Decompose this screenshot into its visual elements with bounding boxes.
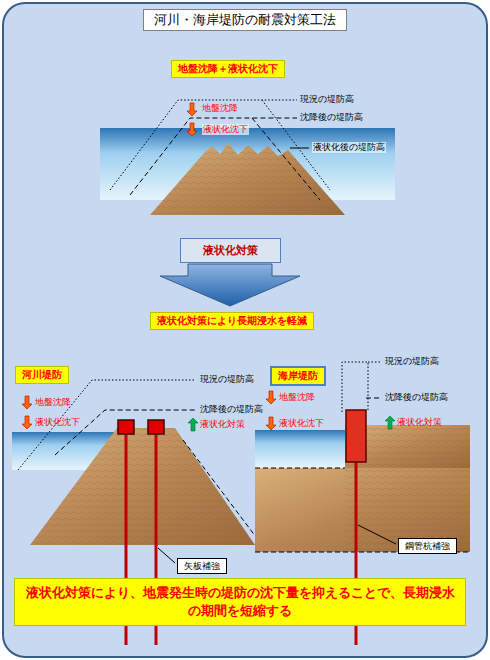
annotation-label: 液状化沈下 bbox=[35, 417, 80, 428]
pile-cap bbox=[148, 420, 164, 434]
annotation-label: 地盤沈降 bbox=[202, 103, 238, 114]
leader-line bbox=[158, 548, 175, 563]
embankment bbox=[30, 428, 255, 545]
leader-line bbox=[368, 362, 381, 363]
panel bbox=[3, 3, 487, 657]
section-label: 河川堤防 bbox=[15, 366, 69, 384]
up-arrow bbox=[385, 416, 395, 429]
slope-line bbox=[183, 440, 262, 545]
node-text: 鋼管杭補強 bbox=[405, 540, 450, 552]
annotation-label: 沈降後の堤防高 bbox=[300, 112, 363, 123]
annotation-label: 地盤沈降 bbox=[279, 392, 315, 403]
down-arrow bbox=[266, 391, 276, 404]
current-height-line bbox=[110, 100, 297, 190]
node-text: 河川堤防 bbox=[22, 368, 62, 382]
annotation-label: 液状化沈下 bbox=[202, 124, 249, 135]
annotation-label: 沈降後の堤防高 bbox=[200, 404, 263, 415]
annotation-label: 液状化沈下 bbox=[279, 418, 324, 429]
node-text: 矢板補強 bbox=[184, 560, 220, 572]
measure-box: 液状化対策 bbox=[180, 238, 281, 263]
soil-texture bbox=[30, 428, 255, 545]
title-text: 河川・海岸堤防の耐震対策工法 bbox=[154, 12, 336, 27]
section-label: 海岸堤防 bbox=[270, 366, 326, 386]
callout-box: 矢板補強 bbox=[177, 558, 227, 574]
pile-cap bbox=[118, 420, 134, 434]
annotation-label: 沈降後の堤防高 bbox=[385, 392, 448, 403]
soil-texture bbox=[150, 143, 345, 215]
condition-box: 地盤沈降＋液状化沈下 bbox=[171, 60, 285, 78]
embankment bbox=[150, 143, 345, 215]
down-arrow bbox=[22, 416, 32, 429]
annotation-label: 現況の堤防高 bbox=[200, 374, 254, 385]
up-arrow bbox=[188, 418, 198, 431]
water bbox=[255, 430, 345, 468]
annotation-label: 現況の堤防高 bbox=[385, 356, 439, 367]
down-arrow bbox=[22, 396, 32, 409]
current-height-line bbox=[342, 362, 368, 412]
ground-line bbox=[255, 468, 345, 469]
down-arrow bbox=[187, 103, 197, 116]
down-arrow bbox=[266, 417, 276, 430]
subsided-height-line bbox=[252, 118, 320, 200]
subsided-height-line bbox=[130, 118, 297, 195]
seawall-head bbox=[346, 410, 366, 462]
leader-line bbox=[290, 148, 309, 149]
node-text: 液状化対策により長期浸水を軽減 bbox=[157, 314, 307, 328]
node-text: 液状化対策により、地震発生時の堤防の沈下量を抑えることで、長期浸水の期間を短縮す… bbox=[23, 584, 457, 620]
result-box: 液状化対策により長期浸水を軽減 bbox=[150, 312, 314, 330]
callout-box: 鋼管杭補強 bbox=[398, 538, 457, 554]
annotation-label: 液状化後の堤防高 bbox=[312, 142, 386, 153]
node-text: 地盤沈降＋液状化沈下 bbox=[178, 62, 278, 76]
title-box: 河川・海岸堤防の耐震対策工法 bbox=[143, 9, 347, 31]
process-arrow bbox=[160, 264, 300, 306]
subsided-height-line bbox=[366, 398, 381, 399]
annotation-label: 地盤沈降 bbox=[35, 397, 71, 408]
summary-box: 液状化対策により、地震発生時の堤防の沈下量を抑えることで、長期浸水の期間を短縮す… bbox=[14, 578, 466, 626]
leader-line bbox=[358, 525, 396, 544]
annotation-label: 液状化対策 bbox=[397, 417, 442, 428]
node-text: 液状化対策 bbox=[203, 243, 258, 258]
current-height-line bbox=[18, 380, 196, 470]
node-text: 海岸堤防 bbox=[278, 369, 318, 383]
annotation-label: 現況の堤防高 bbox=[300, 94, 354, 105]
annotation-label: 液状化対策 bbox=[200, 419, 245, 430]
down-arrow bbox=[187, 123, 197, 136]
